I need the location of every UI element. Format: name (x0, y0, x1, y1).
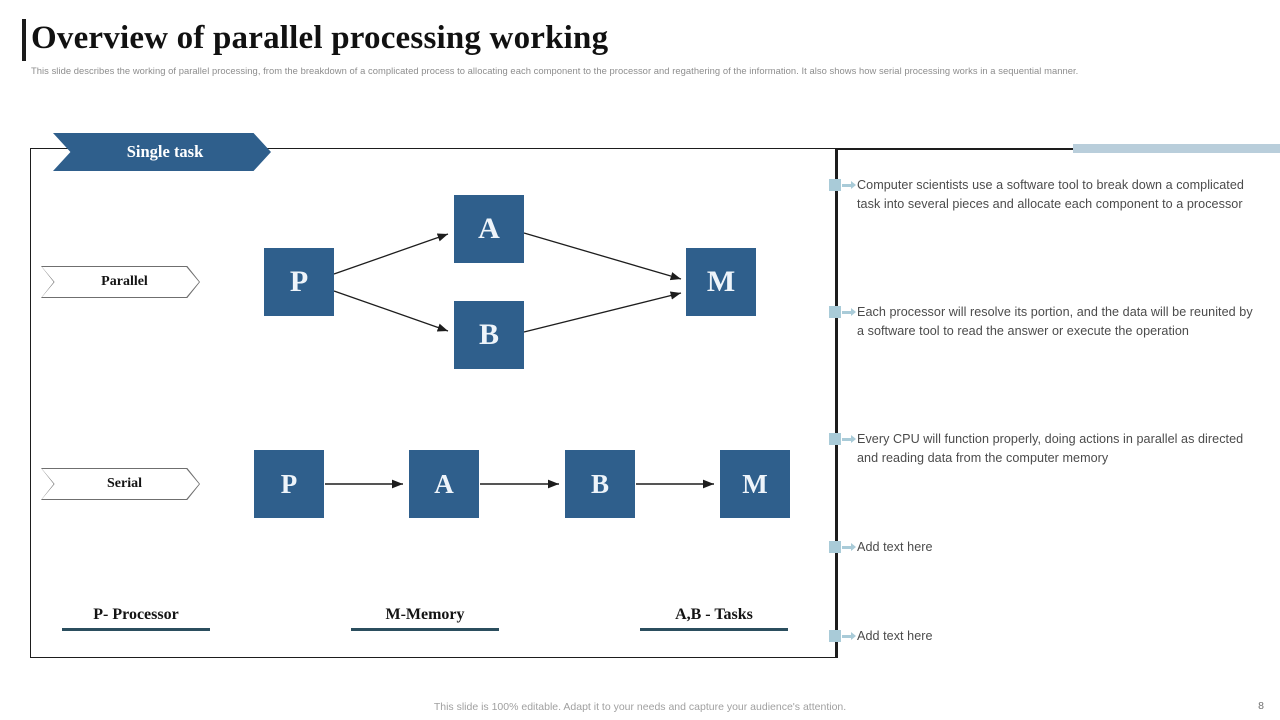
single-task-banner[interactable]: Single task (53, 133, 271, 171)
bullet-text: Add text here (857, 629, 933, 643)
right-panel-accent-bar (1073, 144, 1280, 153)
chevron-shape-fill (42, 267, 199, 297)
node-parallel-task-a[interactable]: A (454, 195, 524, 263)
legend-item-tasks-label: A,B - Tasks (675, 606, 753, 623)
bullet-item[interactable]: Each processor will resolve its portion,… (829, 303, 1259, 340)
diagram-panel (30, 148, 836, 658)
bullet-text: Add text here (857, 540, 933, 554)
bullet-text: Every CPU will function properly, doing … (857, 432, 1244, 465)
title-accent-bar (22, 19, 26, 61)
node-parallel-memory[interactable]: M (686, 248, 756, 316)
page-number: 8 (1258, 700, 1264, 712)
legend-item-processor-label: P- Processor (93, 606, 179, 623)
right-panel-rail (836, 148, 838, 658)
page-title: Overview of parallel processing working (31, 20, 609, 56)
bullet-text: Each processor will resolve its portion,… (857, 305, 1253, 338)
bullet-item[interactable]: Add text here (829, 627, 1259, 646)
legend-underline (640, 628, 788, 631)
legend-underline (62, 628, 210, 631)
node-parallel-task-b[interactable]: B (454, 301, 524, 369)
right-panel-top-rule (836, 148, 1080, 150)
node-serial-task-a[interactable]: A (409, 450, 479, 518)
footer-note: This slide is 100% editable. Adapt it to… (433, 701, 847, 713)
node-parallel-processor[interactable]: P (264, 248, 334, 316)
row-label-serial[interactable]: Serial (41, 468, 200, 500)
page-subtitle: This slide describes the working of para… (31, 65, 1079, 76)
legend-item-tasks: A,B - Tasks (640, 606, 788, 631)
node-serial-task-b[interactable]: B (565, 450, 635, 518)
arrow-bullet-icon (829, 541, 857, 555)
node-serial-memory[interactable]: M (720, 450, 790, 518)
legend-item-memory-label: M-Memory (385, 606, 465, 623)
bullet-item[interactable]: Add text here (829, 538, 1259, 557)
legend-item-processor: P- Processor (62, 606, 210, 631)
legend-underline (351, 628, 499, 631)
arrow-bullet-icon (829, 433, 857, 447)
arrow-bullet-icon (829, 179, 857, 193)
bullet-item[interactable]: Computer scientists use a software tool … (829, 176, 1259, 213)
row-label-parallel-text: Parallel (101, 274, 148, 289)
chevron-shape-fill (42, 469, 199, 499)
arrow-bullet-icon (829, 630, 857, 644)
legend-item-memory: M-Memory (351, 606, 499, 631)
row-label-parallel[interactable]: Parallel (41, 266, 200, 298)
bullet-item[interactable]: Every CPU will function properly, doing … (829, 430, 1259, 467)
bullet-text: Computer scientists use a software tool … (857, 178, 1244, 211)
arrow-bullet-icon (829, 306, 857, 320)
node-serial-processor[interactable]: P (254, 450, 324, 518)
row-label-serial-text: Serial (107, 476, 142, 491)
